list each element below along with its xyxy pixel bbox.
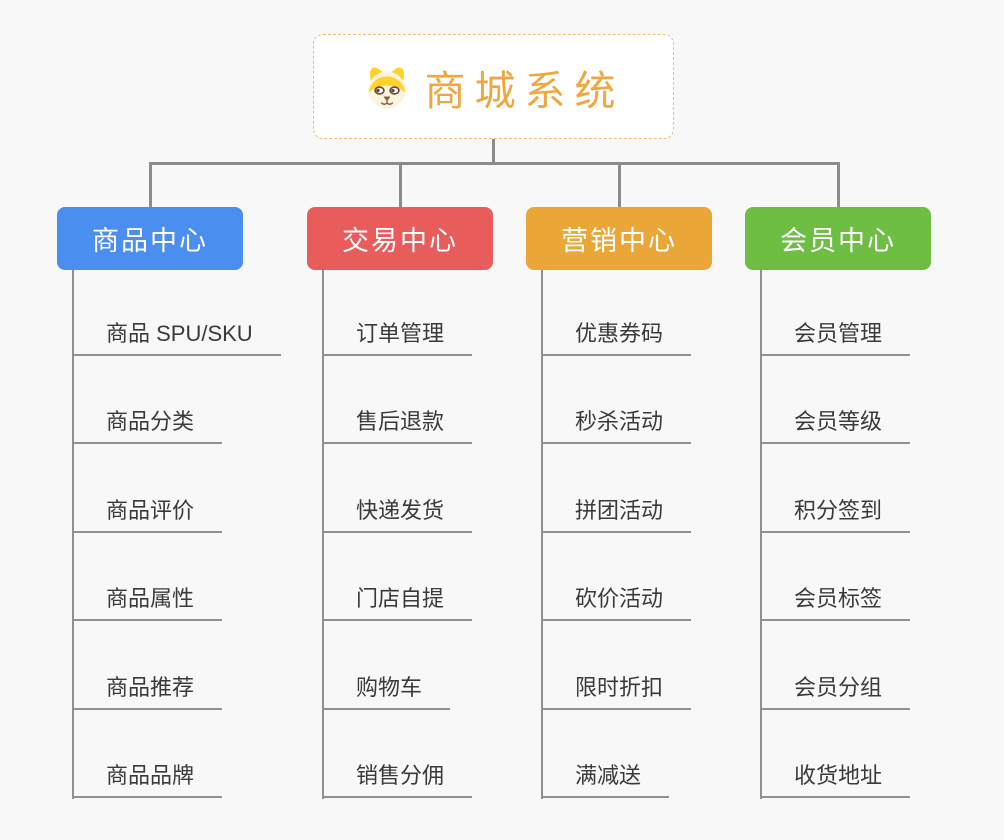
topic-item[interactable]: 门店自提 [322, 585, 473, 621]
topic-item[interactable]: 砍价活动 [541, 585, 692, 621]
topic-item[interactable]: 商品评价 [72, 497, 223, 533]
topic-item[interactable]: 购物车 [322, 674, 451, 710]
topic-item[interactable]: 收货地址 [760, 762, 911, 798]
topic-item[interactable]: 会员分组 [760, 674, 911, 710]
topic-item[interactable]: 积分签到 [760, 497, 911, 533]
connector-drop-marketing [618, 162, 621, 208]
topic-item[interactable]: 会员管理 [760, 320, 911, 356]
connector-drop-members [837, 162, 840, 208]
column-trunk-line [72, 270, 74, 799]
branch-node-member-center[interactable]: 会员中心 [745, 207, 931, 270]
root-node-mall-system[interactable]: 商城系统 [313, 34, 674, 139]
topic-item[interactable]: 售后退款 [322, 408, 473, 444]
root-node-title: 商城系统 [424, 67, 625, 114]
connector-horizontal-rail [149, 162, 840, 165]
column-trunk-line [541, 270, 543, 799]
column-trunk-line [760, 270, 762, 799]
connector-drop-trade [399, 162, 402, 208]
connector-drop-products [149, 162, 152, 208]
topic-item[interactable]: 会员标签 [760, 585, 911, 621]
topic-item[interactable]: 商品推荐 [72, 674, 223, 710]
topic-item[interactable]: 优惠券码 [541, 320, 692, 356]
topic-item[interactable]: 商品 SPU/SKU [72, 320, 281, 356]
topic-item[interactable]: 快递发货 [322, 497, 473, 533]
topic-item[interactable]: 商品属性 [72, 585, 223, 621]
topic-item[interactable]: 满减送 [541, 762, 670, 798]
branch-node-product-center[interactable]: 商品中心 [57, 207, 243, 270]
connector-root-stub [492, 139, 495, 163]
topic-item[interactable]: 限时折扣 [541, 674, 692, 710]
topic-item[interactable]: 会员等级 [760, 408, 911, 444]
topic-item[interactable]: 订单管理 [322, 320, 473, 356]
branch-node-marketing-center[interactable]: 营销中心 [526, 207, 712, 270]
dog-face-icon [368, 67, 405, 108]
topic-item[interactable]: 商品分类 [72, 408, 223, 444]
topic-item[interactable]: 拼团活动 [541, 497, 692, 533]
topic-item[interactable]: 销售分佣 [322, 762, 473, 798]
topic-item[interactable]: 商品品牌 [72, 762, 223, 798]
branch-node-trade-center[interactable]: 交易中心 [307, 207, 493, 270]
column-trunk-line [322, 270, 324, 799]
topic-item[interactable]: 秒杀活动 [541, 408, 692, 444]
